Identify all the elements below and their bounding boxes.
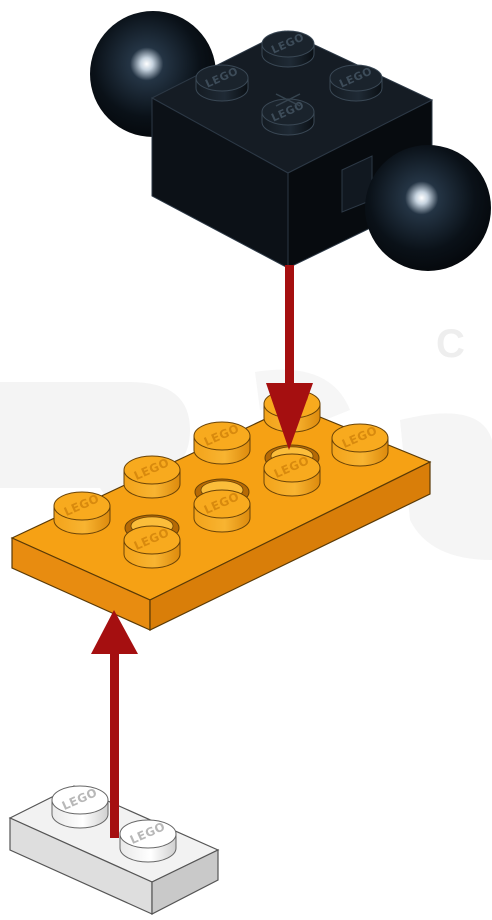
stud: LEGO — [54, 491, 110, 534]
tow-ball-right — [365, 145, 491, 271]
stud: LEGO — [52, 785, 108, 828]
black-brick-2x2-with-balls: LEGO LEGO LEGO LEGO — [90, 11, 491, 271]
stud: LEGO — [124, 455, 180, 498]
stud: LEGO — [196, 65, 248, 101]
stud: LEGO — [264, 453, 320, 496]
stud: LEGO — [330, 65, 382, 101]
stud: LEGO — [194, 421, 250, 464]
stud: LEGO — [124, 525, 180, 568]
stud: LEGO — [332, 423, 388, 466]
stud: LEGO — [262, 31, 314, 67]
stud: LEGO — [120, 819, 176, 862]
stud: LEGO — [262, 99, 314, 135]
stud: LEGO — [194, 489, 250, 532]
watermark-letter: C — [436, 322, 465, 366]
